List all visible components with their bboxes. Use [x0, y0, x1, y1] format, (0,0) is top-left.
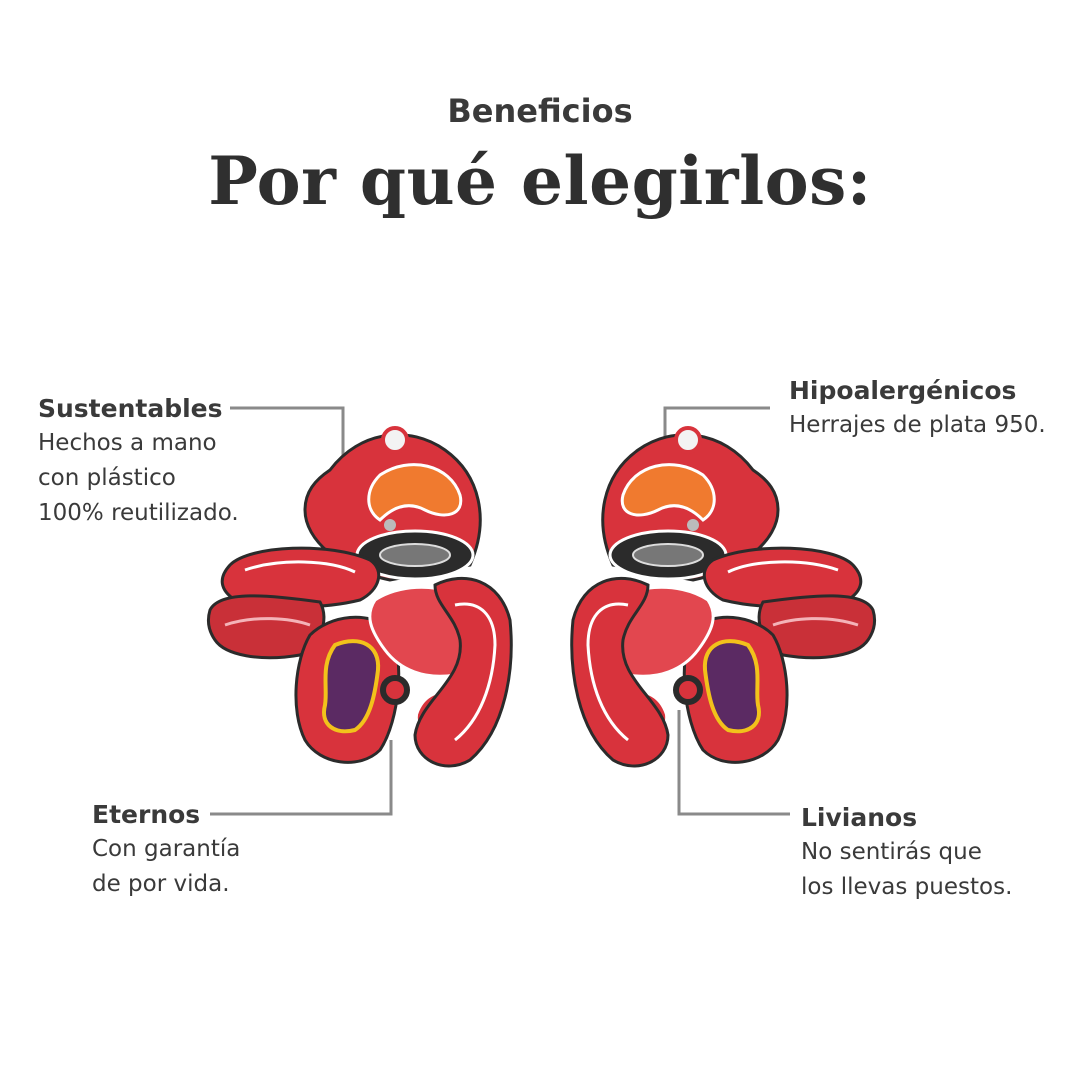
callout-text-line: No sentirás que	[801, 839, 982, 865]
callout-livianos: Livianos No sentirás que los llevas pues…	[801, 801, 1012, 905]
leader-livianos	[677, 710, 790, 816]
callout-text-line: Hechos a mano	[38, 430, 217, 456]
right-earring	[572, 428, 875, 766]
callout-hipoalergenicos: Hipoalergénicos Herrajes de plata 950.	[789, 374, 1046, 443]
page-title: Por qué elegirlos:	[208, 142, 872, 220]
callout-text-line: Con garantía	[92, 836, 241, 862]
callout-text-line: los llevas puestos.	[801, 874, 1013, 900]
callout-text-line: Herrajes de plata 950.	[789, 412, 1046, 438]
leader-sustentables	[230, 406, 345, 470]
callout-eternos: Eternos Con garantía de por vida.	[92, 798, 240, 902]
callout-heading: Hipoalergénicos	[789, 376, 1017, 405]
callout-sustentables: Sustentables Hechos a mano con plástico …	[38, 392, 239, 531]
callout-text-line: de por vida.	[92, 871, 230, 897]
callout-text-line: con plástico	[38, 465, 176, 491]
leader-hipoalergenicos	[663, 406, 770, 438]
section-eyebrow: Beneficios	[447, 92, 633, 130]
callout-heading: Eternos	[92, 800, 201, 829]
callout-heading: Livianos	[801, 803, 918, 832]
callout-text-line: 100% reutilizado.	[38, 500, 239, 526]
leader-eternos	[210, 740, 393, 816]
callout-heading: Sustentables	[38, 394, 223, 423]
left-earring	[208, 428, 511, 766]
